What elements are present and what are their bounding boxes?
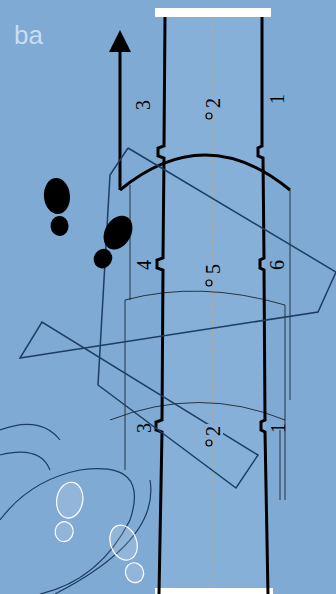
step-number: 2 — [203, 96, 223, 110]
title-fragment: ba — [14, 22, 43, 48]
direction-arrow — [119, 50, 122, 190]
guide-line — [125, 291, 285, 500]
arrow-head — [109, 30, 131, 52]
step-number: 3 — [133, 98, 153, 112]
footprint-filled — [42, 177, 138, 274]
figure-curve — [0, 424, 151, 594]
step-number: 1 — [268, 421, 288, 435]
step-number: 6 — [267, 258, 287, 272]
end-bar — [155, 588, 273, 594]
step-number: 4 — [134, 258, 154, 272]
step-number: 1 — [267, 92, 287, 106]
track-band — [159, 12, 268, 594]
center-dot — [206, 113, 212, 119]
center-dot — [206, 280, 212, 286]
footprint-outline — [50, 480, 151, 586]
step-number: 3 — [134, 421, 154, 435]
start-bar — [155, 8, 271, 17]
guide-line — [130, 185, 290, 400]
center-dot — [206, 440, 212, 446]
step-number: 5 — [203, 262, 223, 276]
figure-path — [20, 148, 336, 488]
step-number: 2 — [203, 424, 223, 438]
turn-arc — [120, 155, 290, 190]
left-rail — [156, 17, 165, 594]
